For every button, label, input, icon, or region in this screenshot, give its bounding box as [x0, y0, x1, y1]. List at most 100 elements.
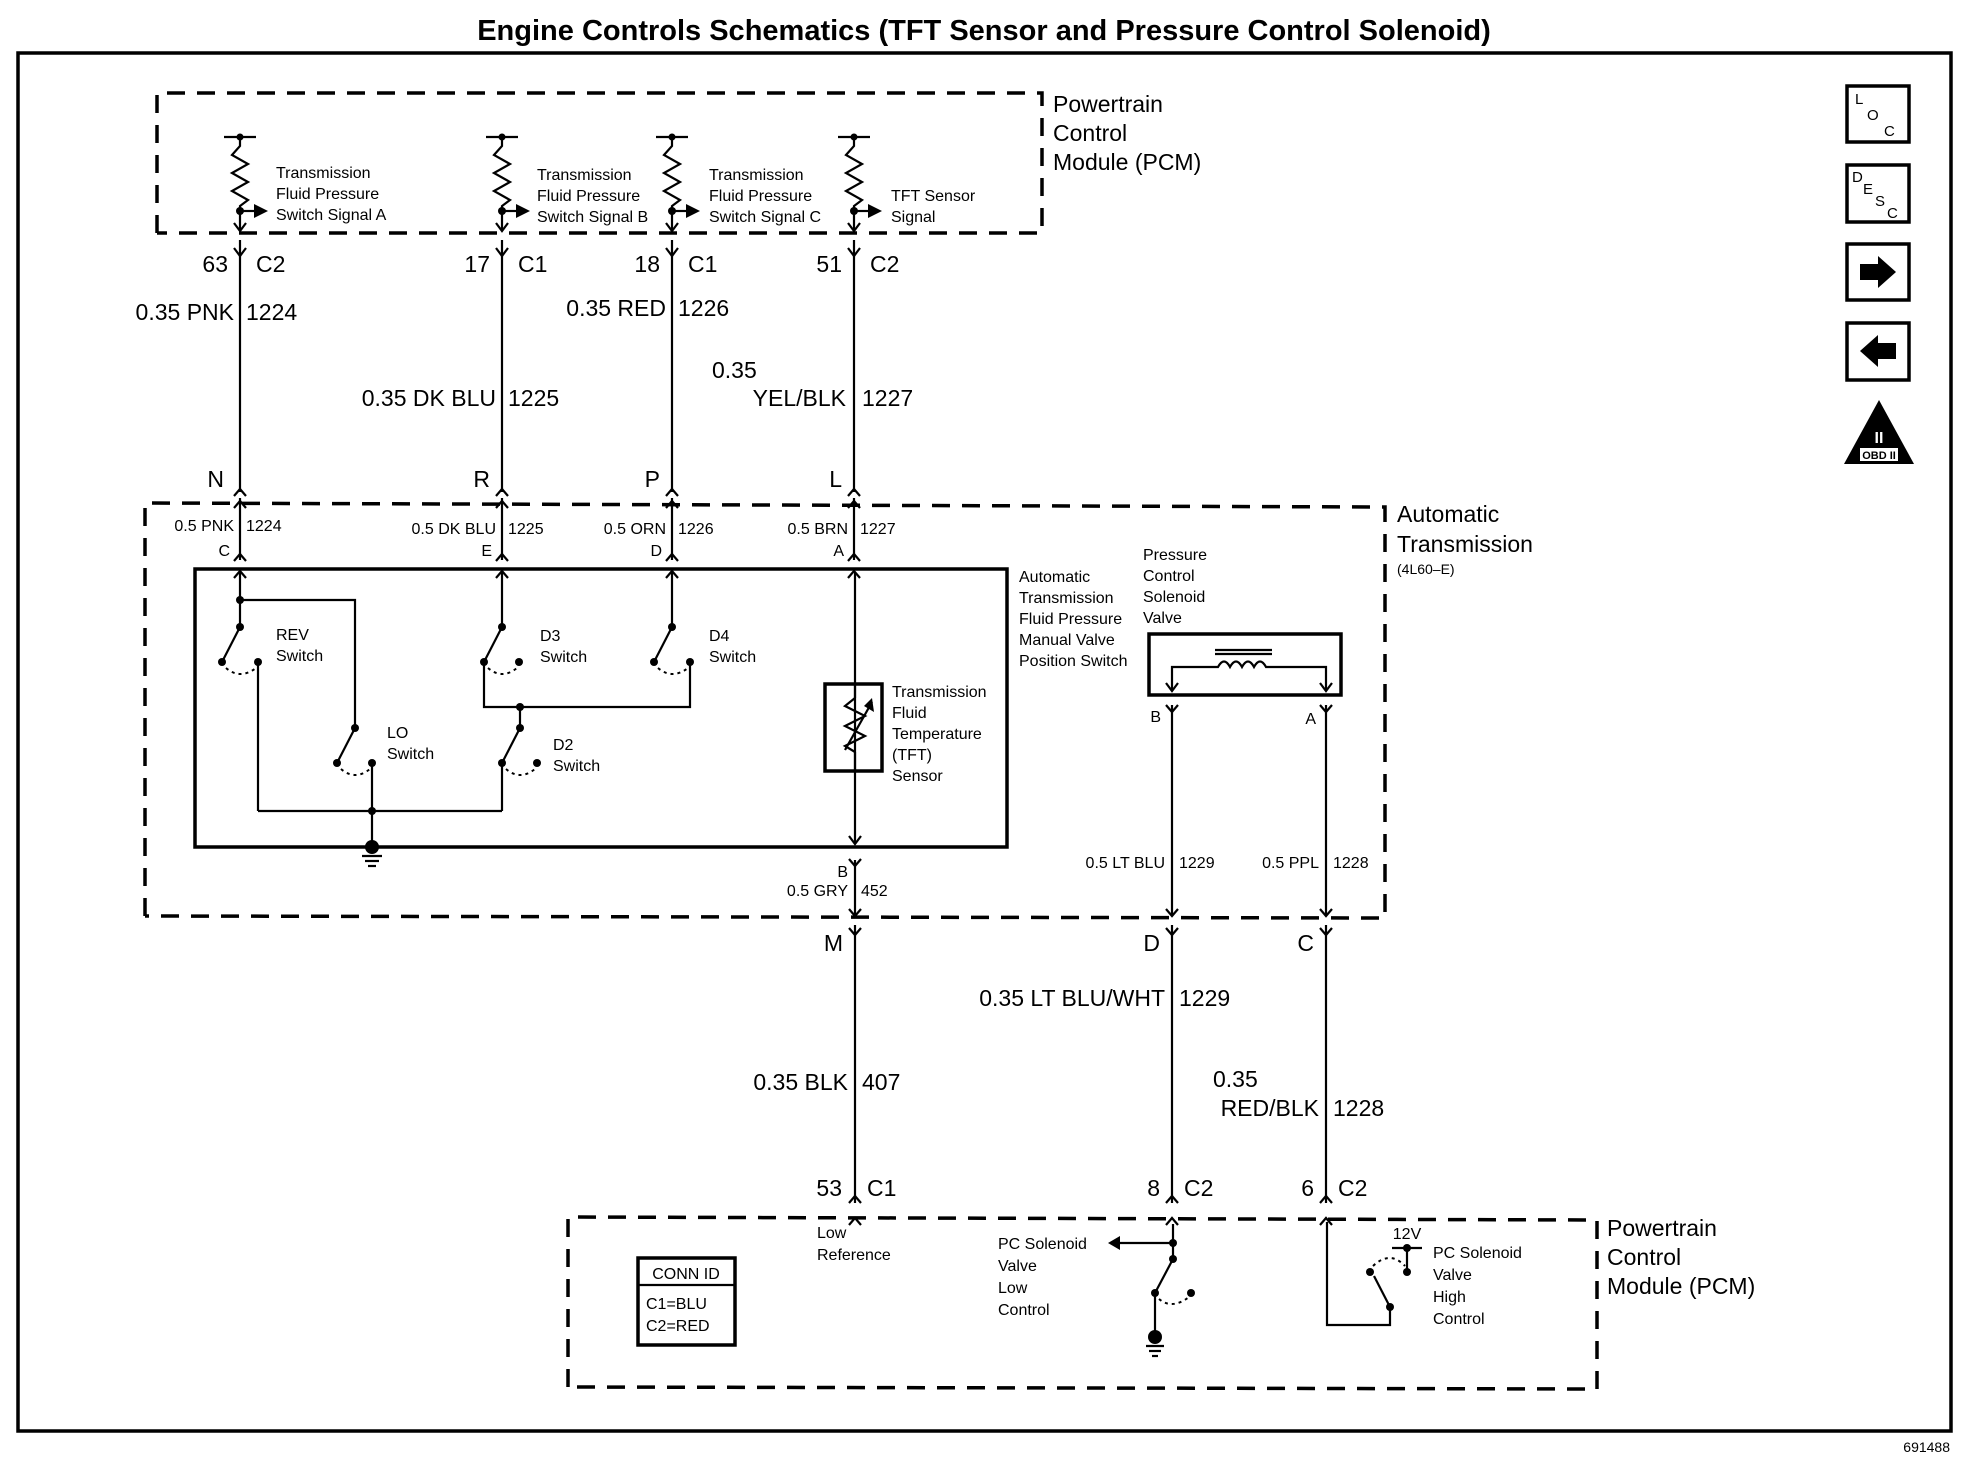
supply-voltage-label: 12V	[1393, 1226, 1422, 1243]
d2-switch-label: D2 Switch	[553, 737, 600, 775]
connector-icon	[665, 552, 679, 562]
svg-text:Low: Low	[817, 1225, 847, 1242]
pc-solenoid-high-control	[1325, 1222, 1422, 1327]
pcm-bottom-boundary	[566, 1215, 1599, 1391]
previous-page-arrow-icon[interactable]	[1845, 321, 1911, 382]
svg-text:M: M	[824, 930, 843, 956]
svg-text:Position Switch: Position Switch	[1019, 653, 1128, 670]
svg-text:R: R	[473, 466, 490, 492]
svg-text:Fluid: Fluid	[892, 705, 927, 722]
svg-text:407: 407	[862, 1069, 900, 1095]
next-page-arrow-icon[interactable]	[1845, 242, 1911, 302]
svg-text:0.5 PPL: 0.5 PPL	[1262, 855, 1319, 872]
desc-icon[interactable]: D E S C	[1845, 163, 1911, 224]
figure-number: 691488	[1903, 1439, 1950, 1455]
svg-text:0.35 LT BLU/WHT: 0.35 LT BLU/WHT	[979, 985, 1165, 1011]
internal-wire-1226: 0.5 ORN 1226 D	[604, 521, 714, 560]
connector-arrow-icon	[847, 569, 861, 579]
svg-text:D: D	[1143, 930, 1160, 956]
pcm-pin-63: 63 C2	[202, 251, 285, 277]
svg-text:Transmission: Transmission	[892, 684, 987, 701]
svg-text:1227: 1227	[860, 521, 896, 538]
outer-frame	[16, 51, 1953, 1433]
wire-1227-upper: 0.35 YEL/BLK 1227 L	[712, 240, 913, 492]
svg-text:D4: D4	[709, 628, 730, 645]
signal-label-c: Transmission Fluid Pressure Switch Signa…	[709, 167, 821, 226]
svg-text:Manual Valve: Manual Valve	[1019, 632, 1115, 649]
wire-1224-upper: 0.35 PNK 1224 N	[136, 240, 297, 492]
low-control-label: PC Solenoid Valve Low Control	[998, 1236, 1087, 1319]
svg-text:C2: C2	[1338, 1175, 1367, 1201]
wire-407-lower: M 0.35 BLK 407 53 C1	[753, 925, 900, 1203]
pcm-pin-51: 51 C2	[816, 251, 899, 277]
svg-text:YEL/BLK: YEL/BLK	[753, 385, 847, 411]
internal-wire-1227: 0.5 BRN 1227 A	[788, 521, 896, 560]
lo-switch-label: LO Switch	[387, 725, 434, 763]
transmission-boundary	[143, 501, 1387, 920]
svg-text:CONN ID: CONN ID	[652, 1266, 720, 1283]
loc-icon[interactable]: L O C	[1845, 84, 1911, 144]
svg-text:Solenoid: Solenoid	[1143, 589, 1205, 606]
svg-text:A: A	[1305, 711, 1316, 728]
svg-text:C2: C2	[256, 251, 285, 277]
pcm-bottom-label: Powertrain Control Module (PCM)	[1607, 1215, 1755, 1299]
pull-up-resistor-icon	[224, 133, 268, 258]
pull-up-resistor-icon	[838, 133, 882, 258]
svg-text:1225: 1225	[508, 521, 544, 538]
svg-text:17: 17	[464, 251, 490, 277]
svg-text:PC Solenoid: PC Solenoid	[1433, 1245, 1522, 1262]
svg-text:OBD II: OBD II	[1862, 450, 1896, 462]
wire-1226-upper: 0.35 RED 1226 P	[566, 240, 729, 492]
svg-text:B: B	[1150, 709, 1161, 726]
svg-text:C2: C2	[1184, 1175, 1213, 1201]
svg-text:51: 51	[816, 251, 842, 277]
d3-switch-label: D3 Switch	[540, 628, 587, 666]
svg-text:Control: Control	[1143, 568, 1195, 585]
connector-arrow-icon	[665, 499, 679, 509]
signal-label-tft: TFT Sensor Signal	[891, 188, 976, 226]
svg-text:C2: C2	[870, 251, 899, 277]
transmission-label: Automatic Transmission (4L60–E)	[1397, 501, 1533, 577]
svg-text:Valve: Valve	[1433, 1267, 1472, 1284]
internal-wire-1224: 0.5 PNK 1224 C	[174, 518, 281, 560]
svg-text:0.5 LT BLU: 0.5 LT BLU	[1086, 855, 1165, 872]
svg-text:0.35 DK BLU: 0.35 DK BLU	[362, 385, 496, 411]
obd2-icon[interactable]: II OBD II	[1844, 400, 1914, 464]
inline-connector-icon	[665, 487, 679, 497]
switch-assembly-label: Automatic Transmission Fluid Pressure Ma…	[1019, 569, 1128, 670]
svg-text:C1=BLU: C1=BLU	[646, 1296, 707, 1313]
svg-text:LO: LO	[387, 725, 408, 742]
svg-text:452: 452	[861, 883, 888, 900]
svg-text:E: E	[1863, 181, 1873, 198]
svg-text:Transmission: Transmission	[1019, 590, 1114, 607]
pull-up-resistor-icon	[656, 133, 700, 258]
svg-text:D: D	[1852, 169, 1863, 186]
signal-label-b: Transmission Fluid Pressure Switch Signa…	[537, 167, 648, 226]
svg-text:O: O	[1867, 107, 1879, 124]
connector-arrow-icon	[848, 908, 862, 918]
svg-text:Fluid Pressure: Fluid Pressure	[1019, 611, 1122, 628]
svg-text:0.35: 0.35	[1213, 1066, 1258, 1092]
wire-1229-lower: D 0.35 LT BLU/WHT 1229 8 C2	[979, 925, 1230, 1203]
svg-text:PC Solenoid: PC Solenoid	[998, 1236, 1087, 1253]
svg-text:D: D	[650, 543, 662, 560]
connector-arrow-icon	[847, 499, 861, 509]
svg-text:0.5 GRY: 0.5 GRY	[787, 883, 848, 900]
connector-icon	[233, 552, 247, 562]
svg-text:1227: 1227	[862, 385, 913, 411]
svg-text:0.35 PNK: 0.35 PNK	[136, 299, 235, 325]
svg-text:1225: 1225	[508, 385, 559, 411]
svg-text:Switch Signal B: Switch Signal B	[537, 209, 648, 226]
svg-text:63: 63	[202, 251, 228, 277]
svg-text:Automatic: Automatic	[1019, 569, 1090, 586]
svg-text:(TFT): (TFT)	[892, 747, 932, 764]
svg-text:Valve: Valve	[1143, 610, 1182, 627]
svg-text:C2=RED: C2=RED	[646, 1318, 710, 1335]
pressure-control-solenoid-label: Pressure Control Solenoid Valve	[1143, 547, 1207, 627]
svg-text:P: P	[645, 466, 660, 492]
svg-text:53: 53	[816, 1175, 842, 1201]
internal-wire-1225: 0.5 DK BLU 1225 E	[412, 521, 544, 560]
svg-text:Control: Control	[1433, 1311, 1485, 1328]
svg-text:Sensor: Sensor	[892, 768, 943, 785]
